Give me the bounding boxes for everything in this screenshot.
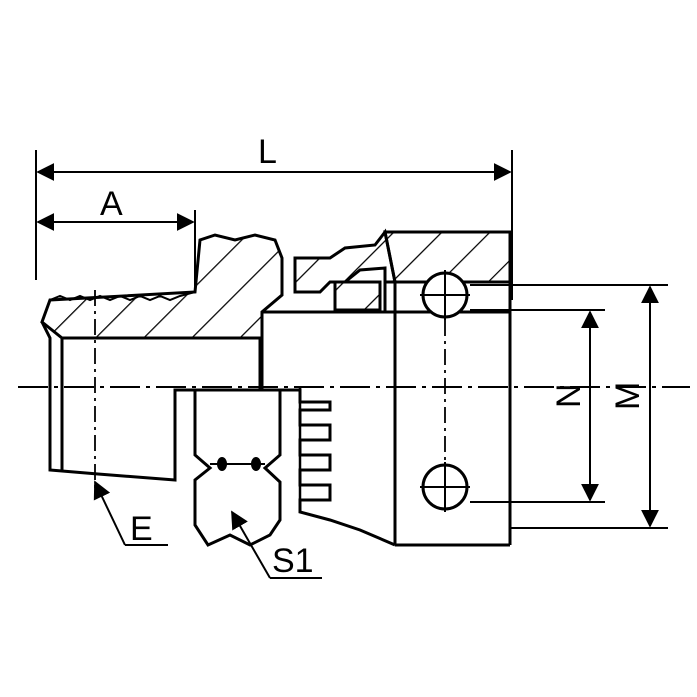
dimension-M: M bbox=[470, 284, 668, 529]
leader-S1: S1 bbox=[231, 510, 322, 580]
dimension-label-M: M bbox=[609, 382, 647, 410]
dimension-label-L: L bbox=[258, 133, 277, 171]
dimension-A: A bbox=[36, 185, 196, 290]
leader-E: E bbox=[93, 480, 168, 548]
dimension-label-A: A bbox=[100, 185, 123, 223]
ball-hole-bottom bbox=[420, 462, 470, 512]
center-line bbox=[18, 290, 690, 490]
swivel-lower-contour bbox=[280, 388, 396, 547]
ball-hole-top bbox=[420, 270, 470, 320]
threaded-body-section bbox=[40, 233, 284, 340]
dimension-N: N bbox=[470, 309, 605, 503]
dimension-L: L bbox=[35, 133, 513, 300]
dimension-label-N: N bbox=[550, 383, 588, 408]
swivel-nut-section bbox=[293, 228, 512, 312]
leader-label-E: E bbox=[130, 510, 153, 548]
leader-label-S1: S1 bbox=[272, 542, 314, 580]
